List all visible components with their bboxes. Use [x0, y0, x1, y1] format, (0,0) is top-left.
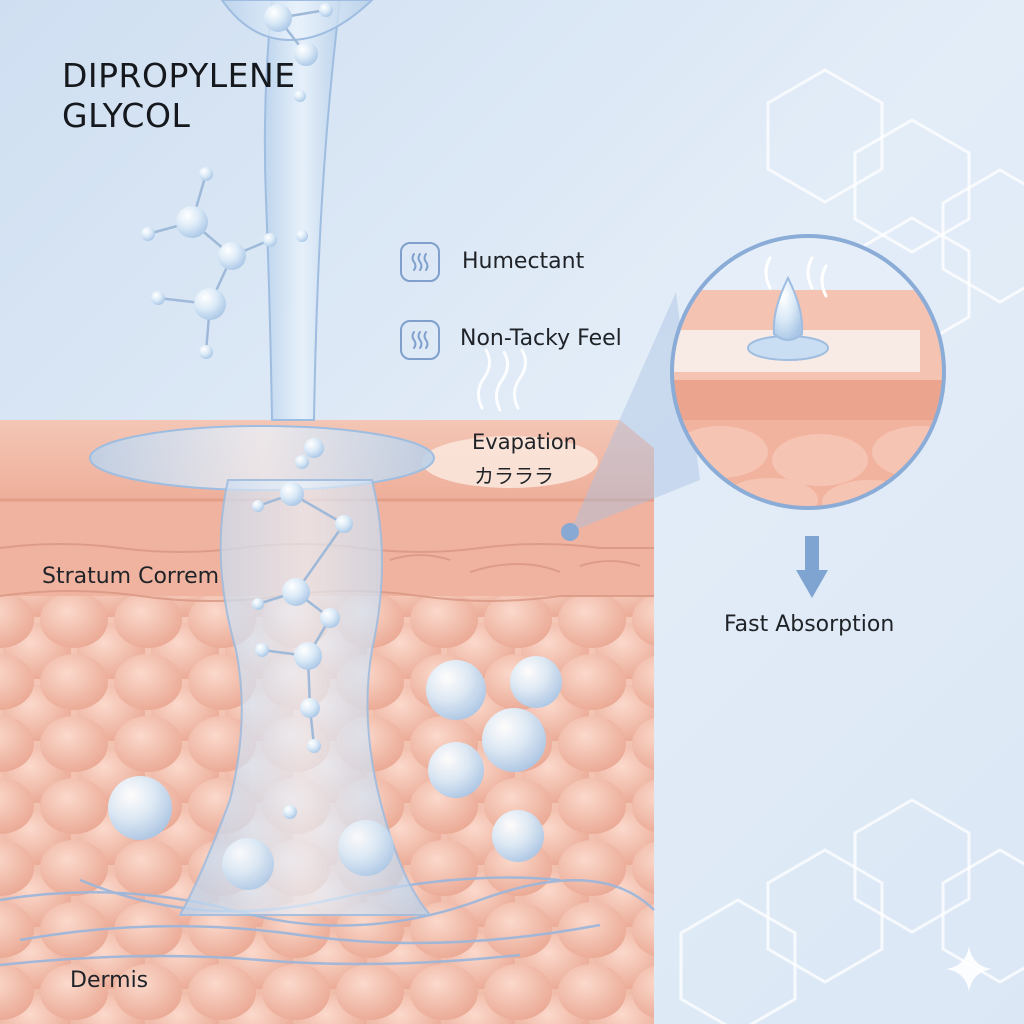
title-line-1: DIPROPYLENE: [62, 56, 296, 95]
feature-label-non-tacky: Non-Tacky Feel: [460, 326, 622, 351]
feature-label-humectant: Humectant: [462, 249, 585, 274]
absorption-label: Fast Absorption: [724, 612, 895, 637]
page-title: DIPROPYLENE GLYCOL: [62, 56, 296, 136]
molecule-cluster: [141, 167, 277, 359]
heat-waves-icon: [400, 320, 440, 360]
dermis-label: Dermis: [70, 968, 149, 993]
liquid-penetration: [178, 479, 433, 916]
steam-icon: [477, 348, 527, 412]
heat-waves-icon: [400, 242, 440, 282]
evaporation-label: Evapation: [472, 430, 577, 454]
evaporation-film: [422, 436, 598, 488]
liquid-stream: [263, 0, 342, 421]
zoom-inset: [670, 234, 946, 510]
arrow-down-icon: [796, 536, 828, 600]
molecule-stream-top: [264, 3, 333, 242]
moisture-bubbles: [108, 656, 562, 890]
zoom-point: [561, 523, 579, 541]
stratum-label: Stratum Correm: [42, 564, 220, 589]
evaporation-sublabel: カラララ: [474, 464, 554, 488]
zoom-connector: [570, 292, 700, 532]
title-line-2: GLYCOL: [62, 96, 191, 135]
sparkle-icon: [944, 944, 994, 994]
